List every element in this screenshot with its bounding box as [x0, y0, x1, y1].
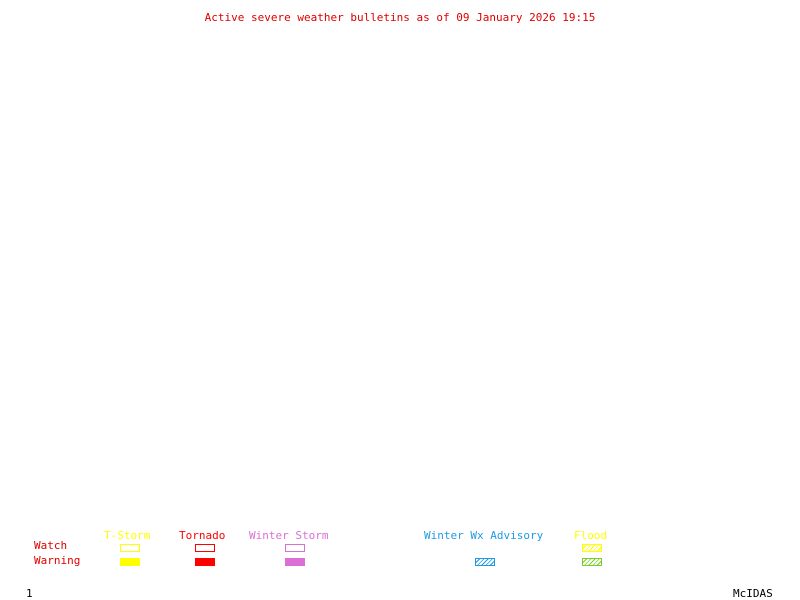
- winter-storm-warning-swatch: [285, 558, 305, 566]
- winter-wx-advisory-swatch: [475, 558, 495, 566]
- tstorm-warning-swatch: [120, 558, 140, 566]
- frame-number: 1: [26, 587, 33, 600]
- flood-warning-swatch: [582, 558, 602, 566]
- winter-storm-watch-swatch: [285, 544, 305, 552]
- legend-row-warning: Warning: [34, 554, 81, 567]
- legend-label-winter-storm: Winter Storm: [249, 529, 329, 542]
- legend-row-watch: Watch: [34, 539, 68, 552]
- flood-watch-swatch: [582, 544, 602, 552]
- legend-label-tornado: Tornado: [179, 529, 226, 542]
- map-area: [0, 30, 800, 528]
- tornado-warning-swatch: [195, 558, 215, 566]
- legend-label-winter-wx-advisory: Winter Wx Advisory: [424, 529, 544, 542]
- tornado-watch-swatch: [195, 544, 215, 552]
- legend-label-flood: Flood: [574, 529, 608, 542]
- bulletin-title: Active severe weather bulletins as of 09…: [204, 11, 596, 24]
- legend-label-tstorm: T-Storm: [104, 529, 151, 542]
- software-label: McIDAS: [733, 587, 773, 600]
- tstorm-watch-swatch: [120, 544, 140, 552]
- alert-map: [701, 516, 776, 528]
